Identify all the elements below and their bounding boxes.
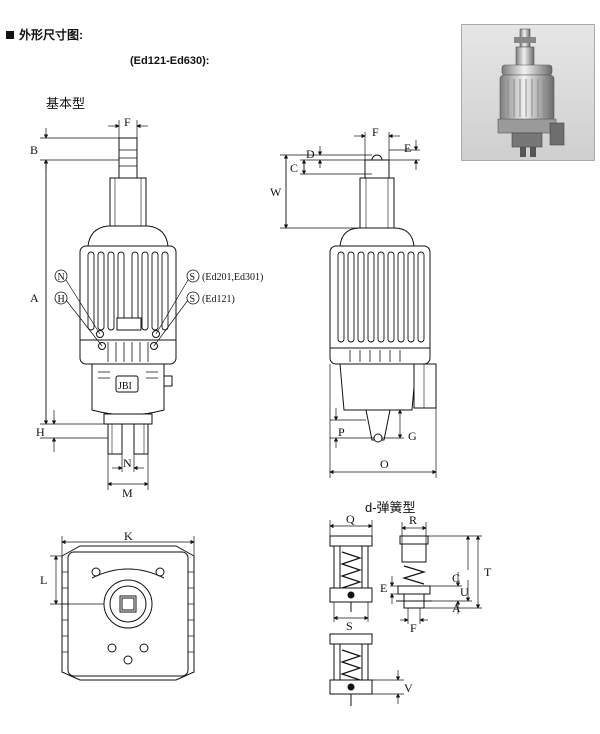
jbi-logo: JBI <box>118 381 132 392</box>
callout-s2: S (Ed121) <box>186 291 235 305</box>
spring-dim-a-label: A <box>452 601 461 615</box>
side-dim-d-label: D <box>306 147 315 161</box>
spring-view <box>329 520 482 706</box>
spring-dim-u-label: U <box>460 585 469 599</box>
callout-h-text: H <box>58 294 65 305</box>
section-header: 外形尺寸图: <box>6 26 83 43</box>
dim-b-label: B <box>30 143 38 157</box>
product-photo <box>461 24 595 161</box>
side-dim-w-label: W <box>270 185 282 199</box>
callout-n-text: N <box>58 272 65 283</box>
front-view-labels: F B A H N M N H S (Ed201,Ed301) S (Ed121… <box>30 115 263 500</box>
spring-dim-e-label: E <box>380 581 387 595</box>
side-dim-o-label: O <box>380 457 389 471</box>
spring-dim-q-label: Q <box>346 512 355 526</box>
spring-type-title: d-弹簧型 <box>365 500 416 515</box>
basic-type-title: 基本型 <box>46 96 86 111</box>
spring-dim-c-label: C <box>452 571 460 585</box>
front-view <box>40 120 189 490</box>
callout-h: H <box>54 291 68 305</box>
top-dim-l-label: L <box>40 573 47 587</box>
side-view-labels: F D E C W P G O <box>270 125 417 471</box>
callout-s2-note: (Ed121) <box>202 294 235 305</box>
spring-dim-v-label: V <box>404 681 413 695</box>
spring-dim-t-label: T <box>484 565 492 579</box>
side-dim-c-label: C <box>290 161 298 175</box>
callout-n: N <box>54 269 68 283</box>
dim-h-label: H <box>36 425 45 439</box>
side-view <box>280 132 437 478</box>
side-dim-f-label: F <box>372 125 379 139</box>
spring-view-labels: Q R T E C U A S F V <box>346 512 492 695</box>
callout-s1-text: S <box>190 272 196 283</box>
dim-a-label: A <box>30 291 39 305</box>
top-view-labels: K L <box>40 529 133 587</box>
side-dim-e-label: E <box>404 141 411 155</box>
dim-m-label: M <box>122 486 133 500</box>
top-view <box>50 536 195 681</box>
callout-s1: S (Ed201,Ed301) <box>186 269 263 283</box>
spring-dim-f-label: F <box>410 621 417 635</box>
spring-dim-r-label: R <box>409 513 417 527</box>
top-dim-k-label: K <box>124 529 133 543</box>
spring-dim-s-label: S <box>346 619 353 633</box>
bullet-square-icon <box>6 30 14 39</box>
model-range: (Ed121-Ed630): <box>130 55 210 67</box>
dim-f-label: F <box>124 115 131 129</box>
side-dim-p-label: P <box>338 425 345 439</box>
side-dim-g-label: G <box>408 429 417 443</box>
callout-s1-note: (Ed201,Ed301) <box>202 272 263 283</box>
dim-n-label: N <box>123 456 132 470</box>
section-title: 外形尺寸图: <box>19 28 83 42</box>
callout-s2-text: S <box>190 294 196 305</box>
